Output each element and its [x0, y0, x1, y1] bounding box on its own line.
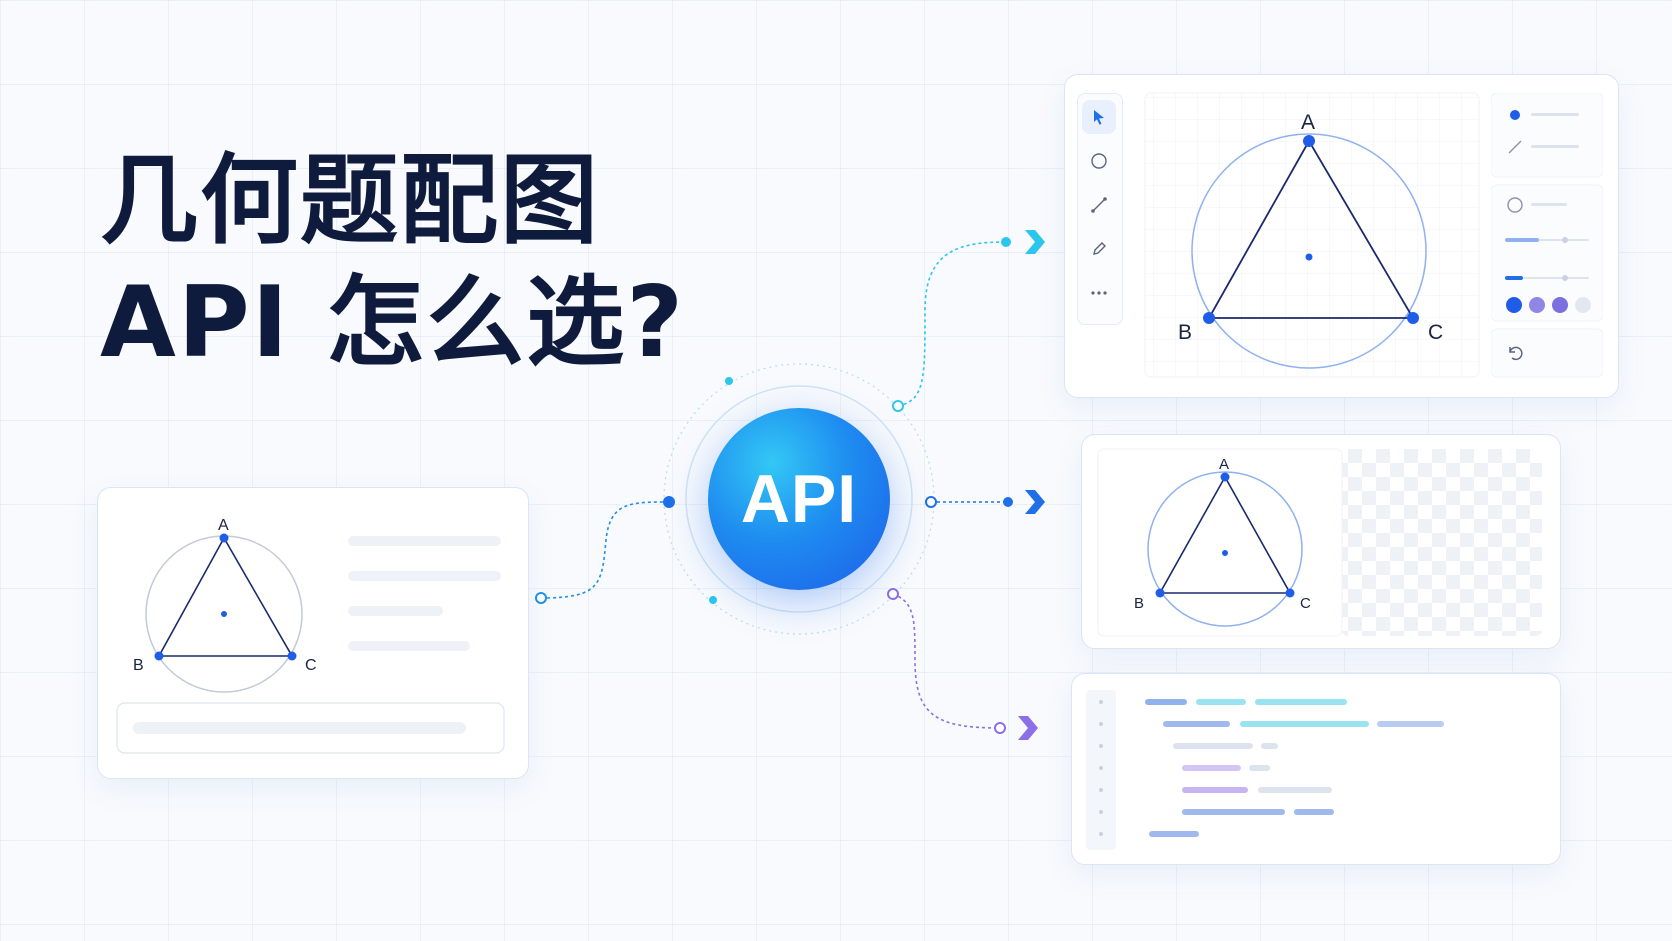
code-editor: [1086, 690, 1444, 850]
pen-icon[interactable]: [1082, 232, 1116, 266]
left-label-c: C: [305, 657, 317, 674]
static-image-card: A B C: [1081, 434, 1561, 649]
left-geometry-figure: A B C: [116, 517, 505, 754]
page-title: 几何题配图 API 怎么选?: [100, 140, 685, 384]
more-icon[interactable]: [1082, 276, 1116, 310]
undo-icon[interactable]: [1505, 343, 1525, 363]
editor-toolbar: [1077, 93, 1123, 325]
cyan-chevron-icon: [1025, 230, 1045, 254]
editor-label-a: A: [1301, 111, 1315, 134]
api-hub-label: API: [740, 461, 858, 537]
editor-canvas[interactable]: A B C: [1065, 75, 1618, 397]
purple-chevron-icon: [1018, 716, 1038, 740]
api-hub: API: [708, 408, 890, 590]
interactive-editor-card: A B C: [1064, 74, 1619, 398]
png-label-b: B: [1134, 595, 1144, 612]
properties-panel: [1490, 92, 1604, 393]
left-label-b: B: [133, 657, 144, 674]
title-line-1: 几何题配图: [100, 144, 601, 258]
circle-icon[interactable]: [1082, 144, 1116, 178]
line-icon[interactable]: [1082, 188, 1116, 222]
left-label-a: A: [218, 517, 229, 534]
input-question-card: A B C: [97, 487, 529, 779]
editor-label-c: C: [1428, 321, 1443, 344]
editor-label-b: B: [1178, 321, 1192, 344]
cursor-icon[interactable]: [1082, 100, 1116, 134]
code-card: [1071, 673, 1561, 865]
png-label-c: C: [1300, 595, 1311, 612]
title-line-2: API 怎么选?: [100, 266, 686, 380]
static-image-figure: A B C: [1097, 448, 1542, 637]
blue-chevron-icon: [1025, 490, 1045, 514]
png-label-a: A: [1219, 456, 1229, 473]
